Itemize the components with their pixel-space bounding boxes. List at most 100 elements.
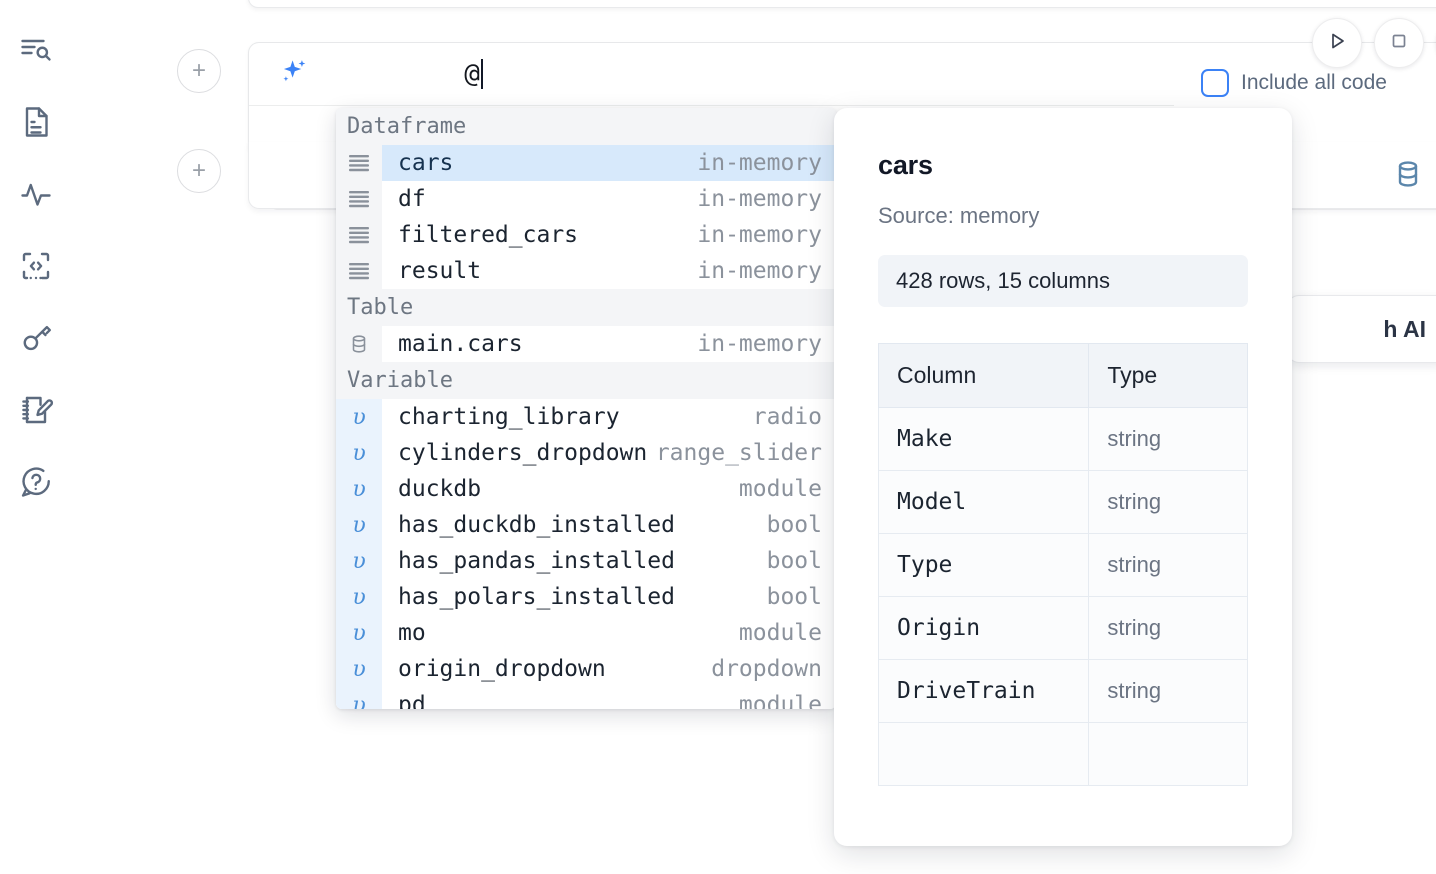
- detail-title: cars: [878, 150, 933, 180]
- detail-table-row: [877, 722, 1248, 786]
- sidebar-icon-rail: [0, 0, 72, 874]
- variable-upsilon-icon: υ: [352, 476, 366, 502]
- sidebar-item-scratchpad[interactable]: [12, 374, 60, 446]
- autocomplete-group-header: Table: [336, 289, 836, 326]
- play-triangle-icon: [1325, 29, 1349, 58]
- autocomplete-item-name: pd: [398, 692, 426, 709]
- database-cylinder-icon: [348, 333, 370, 355]
- add-cell-above-button[interactable]: +: [177, 49, 221, 93]
- autocomplete-item-name: main.cars: [398, 331, 523, 357]
- autocomplete-item-icon: υ: [336, 651, 382, 687]
- autocomplete-item-type: in-memory: [697, 222, 822, 248]
- generate-with-ai-label: h AI: [1383, 315, 1426, 342]
- autocomplete-item-name: has_polars_installed: [398, 584, 675, 610]
- sidebar-item-activity[interactable]: [12, 158, 60, 230]
- code-snippet-icon: [18, 248, 54, 284]
- variable-upsilon-icon: υ: [352, 620, 366, 646]
- autocomplete-item-icon: υ: [336, 471, 382, 507]
- include-all-code-checkbox[interactable]: [1201, 69, 1229, 97]
- autocomplete-item-type: in-memory: [697, 186, 822, 212]
- detail-column-type: string: [1088, 596, 1248, 660]
- dataframe-rows-icon: [348, 261, 370, 281]
- dataframe-detail-panel: cars Source: memory 428 rows, 15 columns…: [834, 108, 1292, 846]
- detail-column-name: DriveTrain: [877, 659, 1090, 723]
- autocomplete-item[interactable]: cars in-memory: [336, 145, 836, 181]
- autocomplete-item-type: in-memory: [697, 331, 822, 357]
- include-all-code-row[interactable]: Include all code: [1201, 69, 1387, 97]
- autocomplete-item-icon: υ: [336, 579, 382, 615]
- autocomplete-item[interactable]: df in-memory: [336, 181, 836, 217]
- autocomplete-item-type: module: [738, 476, 822, 502]
- run-button[interactable]: [1312, 18, 1362, 68]
- autocomplete-item-icon: υ: [336, 435, 382, 471]
- detail-column-name: Type: [877, 533, 1090, 597]
- ai-prompt-value: @: [464, 59, 480, 89]
- stop-button[interactable]: [1374, 18, 1424, 68]
- text-caret: [480, 59, 483, 89]
- variable-upsilon-icon: υ: [352, 548, 366, 574]
- detail-type-header: Type: [1088, 343, 1248, 408]
- ai-prompt-row: @: [249, 43, 1174, 106]
- previous-cell-edge: [248, 0, 1436, 8]
- autocomplete-item-name: charting_library: [398, 404, 620, 430]
- autocomplete-item-icon: [336, 181, 382, 217]
- autocomplete-item-name: cars: [398, 150, 454, 176]
- autocomplete-item-name: has_duckdb_installed: [398, 512, 675, 538]
- sidebar-item-secrets[interactable]: [12, 302, 60, 374]
- detail-column-type: string: [1088, 659, 1248, 723]
- database-icon[interactable]: [1392, 158, 1424, 195]
- autocomplete-item-icon: [336, 217, 382, 253]
- autocomplete-item-icon: υ: [336, 615, 382, 651]
- autocomplete-item-icon: υ: [336, 507, 382, 543]
- detail-shape-badge: 428 rows, 15 columns: [878, 255, 1248, 307]
- detail-source: Source: memory: [878, 203, 1040, 228]
- detail-column-header: Column: [877, 343, 1090, 408]
- notebook-edit-icon: [18, 392, 54, 428]
- sidebar-item-help[interactable]: [12, 446, 60, 518]
- activity-pulse-icon: [18, 176, 54, 212]
- autocomplete-item-type: module: [738, 620, 822, 646]
- help-chat-icon: [18, 464, 54, 500]
- autocomplete-item-icon: υ: [336, 687, 382, 709]
- add-cell-below-button[interactable]: +: [177, 149, 221, 193]
- autocomplete-item-name: duckdb: [398, 476, 482, 502]
- sidebar-item-files[interactable]: [12, 86, 60, 158]
- run-controls: [1312, 18, 1436, 68]
- generate-with-ai-button[interactable]: h AI: [1287, 295, 1436, 363]
- plus-icon: +: [191, 57, 206, 84]
- sidebar-item-snippets[interactable]: [12, 230, 60, 302]
- autocomplete-item-name: df: [398, 186, 426, 212]
- detail-column-type: [1088, 722, 1248, 786]
- autocomplete-item[interactable]: main.cars in-memory: [336, 326, 836, 362]
- autocomplete-item-type: in-memory: [697, 150, 822, 176]
- sidebar-item-explore[interactable]: [12, 14, 60, 86]
- autocomplete-item-icon: [336, 253, 382, 289]
- autocomplete-item-icon: [336, 326, 382, 362]
- ai-prompt-input[interactable]: @: [339, 29, 1174, 119]
- include-all-code-label: Include all code: [1241, 71, 1387, 94]
- autocomplete-item[interactable]: υ duckdb module: [336, 471, 836, 507]
- key-secrets-icon: [18, 320, 54, 356]
- square-stop-icon: [1387, 29, 1411, 58]
- autocomplete-item-icon: υ: [336, 399, 382, 435]
- variable-upsilon-icon: υ: [352, 692, 366, 710]
- autocomplete-item-type: dropdown: [711, 656, 822, 682]
- sparkles-icon: [277, 57, 311, 91]
